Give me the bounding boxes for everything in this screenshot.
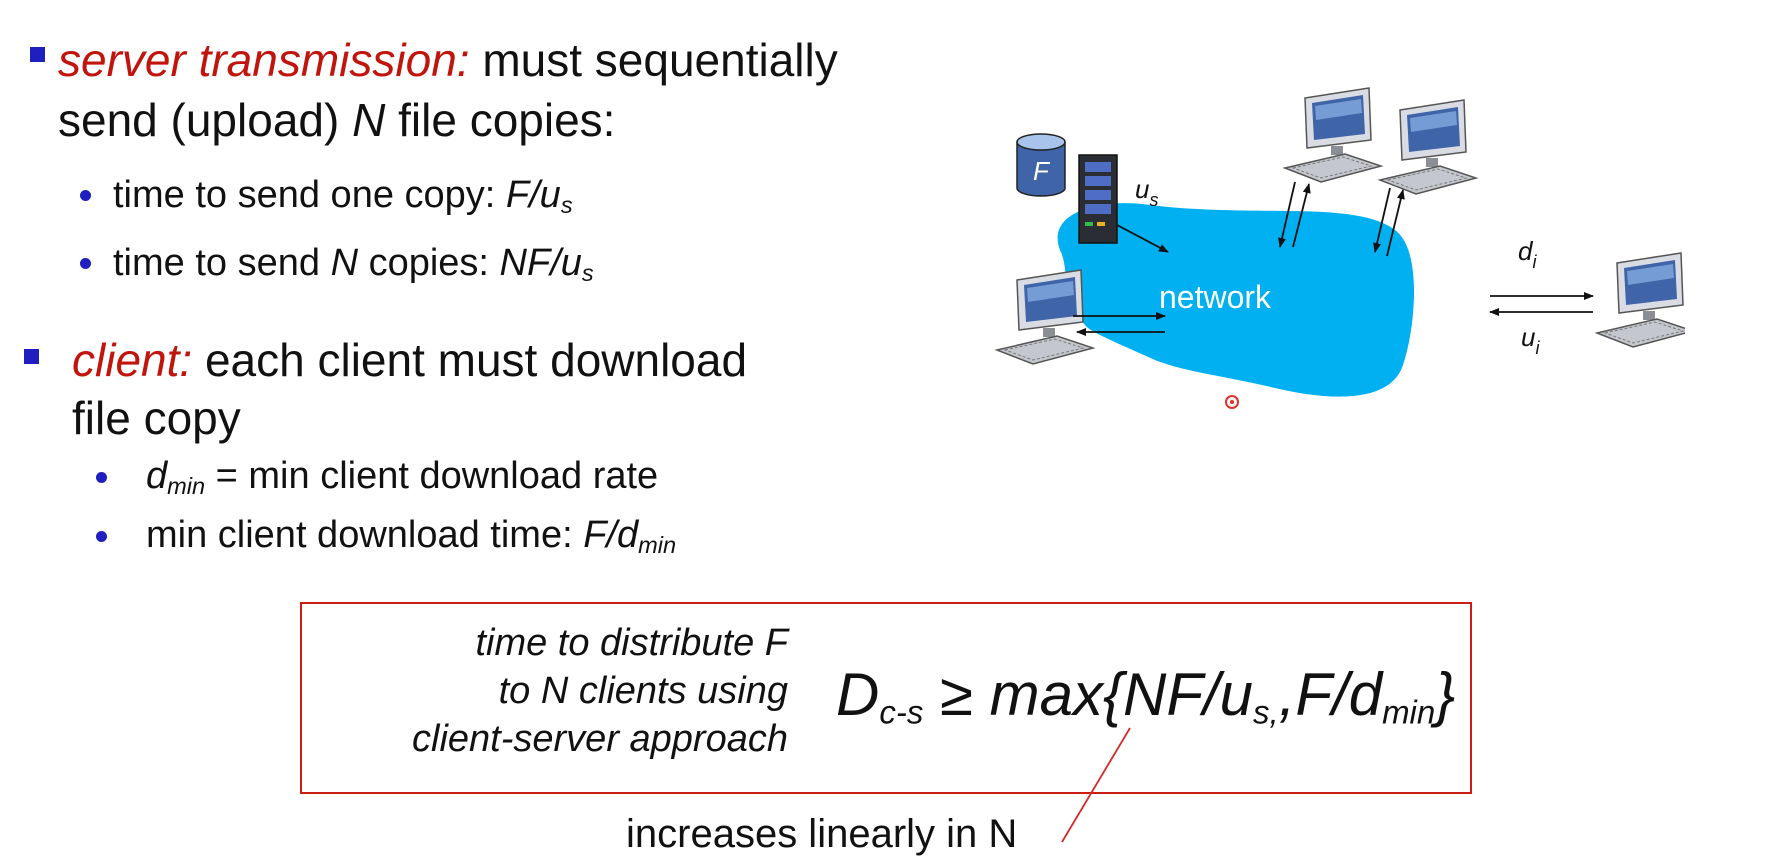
server-sub2-math-sub: s: [581, 259, 594, 286]
formula-us-sub: s,: [1253, 693, 1279, 731]
client-sub2-math-sub: min: [638, 531, 677, 558]
client-sub1-rest: = min client download rate: [215, 455, 659, 497]
server-sub1-math: F/u: [505, 174, 561, 216]
client-line-2: file copy: [72, 392, 241, 444]
formula-middle: ,F/d: [1278, 661, 1383, 728]
bullet-dot-icon: [80, 258, 91, 269]
server-line2-N: N: [352, 94, 386, 146]
file-database-icon: F: [1016, 133, 1066, 197]
formula-D-sub: c-s: [879, 693, 924, 731]
pc-top-right-arrow-up: [1386, 189, 1405, 257]
annotation-text: increases linearly in N: [626, 812, 1018, 856]
server-icon: [1078, 154, 1118, 244]
client-title: client:: [72, 334, 193, 386]
server-sub1-math-sub: s: [560, 191, 573, 218]
server-sub-1: time to send one copy: F/us: [113, 172, 573, 218]
client-line-1: client: each client must download: [72, 332, 747, 388]
client-sub1-var: d: [146, 455, 168, 497]
server-sub-2: time to send N copies: NF/us: [113, 240, 594, 286]
client-sub-2: min client download time: F/dmin: [146, 512, 676, 558]
server-sub2-a: time to send: [113, 242, 320, 284]
pc-top-left-arrow-up: [1292, 183, 1311, 248]
client-sub2-math: F/d: [583, 514, 639, 556]
server-sub2-math: NF/u: [499, 242, 582, 284]
bullet-dot-icon: [96, 472, 107, 483]
network-label: network: [1159, 279, 1272, 315]
file-label: F: [1033, 156, 1051, 186]
formula-relation: ≥ max{NF/u: [923, 661, 1254, 728]
bullet-square-icon: [30, 47, 45, 62]
server-line-2: send (upload) N file copies:: [58, 92, 615, 148]
dcs-formula: Dc-s ≥ max{NF/us,,F/dmin}: [836, 660, 1455, 729]
caption-line-2: to N clients using: [498, 670, 788, 712]
server-line1-rest: must sequentially: [482, 34, 838, 86]
server-line2-b: file copies:: [398, 94, 616, 146]
server-sub2-b: copies:: [368, 242, 489, 284]
client-sub2-text: min client download time:: [146, 514, 573, 556]
network-cloud: [1057, 203, 1414, 397]
pc-top-right-arrow-down: [1373, 187, 1391, 253]
bullet-dot-icon: [80, 190, 91, 201]
server-line-1: server transmission: must sequentially: [58, 32, 838, 88]
server-title: server transmission:: [58, 34, 470, 86]
network-diagram: network F us di ui: [996, 87, 1685, 409]
client-line1-rest: each client must download: [204, 334, 748, 386]
server-sub2-N: N: [330, 242, 359, 284]
formula-D: D: [836, 661, 880, 728]
formula-box: time to distribute F to N clients using …: [300, 602, 1472, 794]
cursor-indicator-icon: [1225, 395, 1239, 409]
client-sub1-var-sub: min: [167, 472, 206, 499]
us-label: us: [1135, 174, 1158, 210]
formula-close: }: [1435, 661, 1456, 728]
server-line2-a: send (upload): [58, 94, 340, 146]
ui-label: ui: [1521, 322, 1540, 358]
caption-line-1: time to distribute F: [475, 622, 788, 664]
server-upload-arrow: [1116, 224, 1169, 253]
formula-dmin-sub: min: [1382, 693, 1436, 731]
bullet-dot-icon: [96, 531, 107, 542]
server-sub1-text: time to send one copy:: [113, 174, 496, 216]
client-sub-1: dmin = min client download rate: [146, 453, 658, 499]
bullet-square-icon: [24, 349, 39, 364]
caption-line-3: client-server approach: [412, 718, 788, 760]
pc-top-left-arrow-down: [1278, 181, 1296, 248]
di-label: di: [1518, 236, 1537, 272]
